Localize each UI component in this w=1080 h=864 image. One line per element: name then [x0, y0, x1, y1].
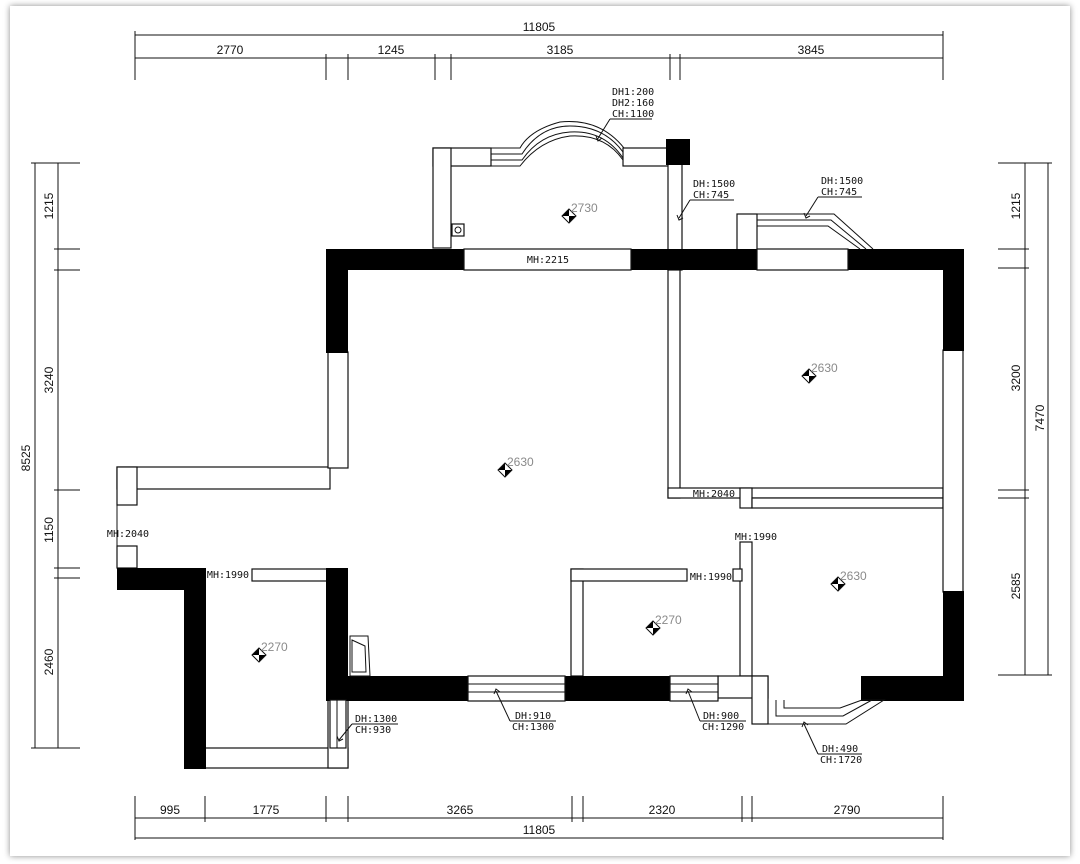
ceiling-markers: 2730 2630 2630 2630 2270 2270 — [251, 201, 867, 663]
mh-bed1-label: MH:2040 — [693, 489, 735, 500]
mh-kitchen-label: MH:1990 — [690, 572, 732, 583]
bottom-seg-5: 2790 — [834, 803, 861, 817]
arch-note-2: DH2:160 — [612, 98, 654, 109]
bay-bottom-note-2: CH:1720 — [820, 755, 862, 766]
ceiling-marker-bed2: 2630 — [830, 569, 867, 592]
arch-note-1: DH1:200 — [612, 87, 654, 98]
balcony-left-note-2: CH:745 — [693, 190, 729, 201]
ceiling-bed1-label: 2630 — [811, 361, 838, 375]
bottom-seg-2: 1775 — [253, 803, 280, 817]
ceiling-marker-balcony: 2730 — [561, 201, 598, 224]
ceiling-bath-label: 2270 — [261, 640, 288, 654]
left-seg-4: 2460 — [42, 648, 56, 675]
right-seg-1: 1215 — [1009, 192, 1023, 219]
right-dimensions: 1215 3200 2585 7470 — [998, 162, 1052, 676]
solid-walls — [117, 139, 964, 769]
left-seg-3: 1150 — [42, 517, 56, 543]
ceiling-bed2-label: 2630 — [840, 569, 867, 583]
left-total-label: 8525 — [19, 444, 33, 471]
top-seg-3: 3185 — [547, 43, 574, 57]
living-bottom-note-1: DH:910 — [515, 711, 551, 722]
bath-note-1: DH:1300 — [355, 714, 397, 725]
arch-note-3: CH:1100 — [612, 109, 654, 120]
opening-labels: MH:2215 MH:2040 MH:1990 MH:1990 MH:2040 … — [107, 255, 777, 583]
bottom-total-label: 11805 — [523, 823, 556, 837]
mh-bed2-label: MH:1990 — [735, 532, 777, 543]
bottom-dimensions: 995 1775 3265 2320 2790 11805 — [134, 796, 944, 840]
windows — [116, 121, 886, 749]
living-bottom-note-2: CH:1300 — [512, 722, 554, 733]
left-dimensions: 8525 1215 3240 1150 2460 — [19, 162, 80, 749]
bay-bottom-note-1: DH:490 — [822, 744, 858, 755]
bottom-seg-4: 2320 — [649, 803, 676, 817]
bottom-seg-3: 3265 — [447, 803, 474, 817]
thin-walls — [116, 147, 964, 769]
mh-top-label: MH:2215 — [527, 255, 569, 266]
kitchen-bottom-note-1: DH:900 — [703, 711, 739, 722]
top-seg-4: 3845 — [798, 43, 825, 57]
mh-bath-label: MH:1990 — [207, 570, 249, 581]
ceiling-marker-living: 2630 — [497, 455, 534, 478]
mh-left-label: MH:2040 — [107, 529, 149, 540]
ceiling-living-label: 2630 — [507, 455, 534, 469]
top-seg-2: 1245 — [378, 43, 405, 57]
right-seg-3: 2585 — [1009, 572, 1023, 599]
top-total-label: 11805 — [523, 20, 556, 34]
window-notes: DH1:200 DH2:160 CH:1100 DH:1500 CH:745 D… — [336, 87, 863, 766]
kitchen-bottom-note-2: CH:1290 — [702, 722, 744, 733]
balcony-left-note-1: DH:1500 — [693, 179, 735, 190]
bath-note-2: CH:930 — [355, 725, 391, 736]
right-total-label: 7470 — [1033, 404, 1047, 431]
bottom-seg-1: 995 — [160, 803, 180, 817]
balcony-right-note-1: DH:1500 — [821, 176, 863, 187]
right-seg-2: 3200 — [1009, 364, 1023, 391]
top-dimensions: 11805 2770 1245 3185 3845 — [134, 20, 944, 80]
left-seg-2: 3240 — [42, 366, 56, 393]
ceiling-marker-kitchen: 2270 — [645, 613, 682, 636]
ceiling-marker-bed1: 2630 — [801, 361, 838, 384]
balcony-right-note-2: CH:745 — [821, 187, 857, 198]
top-seg-1: 2770 — [217, 43, 244, 57]
ceiling-balcony-label: 2730 — [571, 201, 598, 215]
left-seg-1: 1215 — [42, 192, 56, 219]
ceiling-kitchen-label: 2270 — [655, 613, 682, 627]
ceiling-marker-bath: 2270 — [251, 640, 288, 663]
